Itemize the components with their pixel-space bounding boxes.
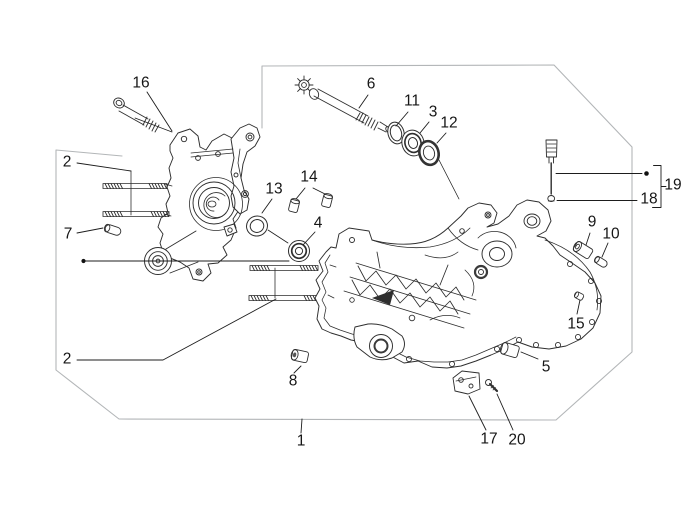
oil-seal-13	[246, 215, 268, 237]
part-label-5: 5	[541, 358, 551, 376]
part-label-2: 2	[62, 350, 72, 368]
part-label-4: 4	[313, 214, 323, 232]
part-label-12: 12	[440, 114, 458, 132]
part-label-18: 18	[640, 190, 658, 208]
part-label-7: 7	[63, 225, 73, 243]
part-label-10: 10	[602, 225, 620, 243]
part-label-15: 15	[567, 315, 585, 333]
crankcase-right-half	[314, 199, 603, 369]
retainer-plate-17	[452, 370, 481, 395]
part-label-6: 6	[366, 75, 376, 93]
stud-bolts-upper	[102, 170, 170, 217]
roller-bushing-5	[499, 342, 520, 358]
dowel-pin-7	[103, 223, 122, 236]
pin-10	[594, 255, 608, 268]
part-label-19: 19	[664, 176, 682, 194]
pump-shaft-6	[294, 75, 391, 133]
dowel-bushings-14	[288, 193, 334, 213]
part-label-13: 13	[265, 180, 283, 198]
part-label-8: 8	[288, 372, 298, 390]
part-label-14: 14	[300, 168, 318, 186]
ball-bearing-4	[288, 240, 310, 262]
diagram-border	[55, 64, 633, 421]
leader-lines	[76, 91, 667, 434]
shim-washer-11	[387, 121, 405, 145]
crankcase-left-half	[144, 123, 261, 282]
stud-bolts-lower	[248, 265, 323, 301]
plug-15	[573, 291, 585, 301]
screw-20	[485, 379, 499, 393]
hex-bolt-16	[113, 97, 160, 133]
oil-dipstick-18	[545, 139, 558, 202]
part-label-20: 20	[508, 431, 526, 449]
part-label-16: 16	[132, 74, 150, 92]
bushing-9	[572, 240, 594, 260]
part-label-11: 11	[403, 92, 421, 110]
part-label-17: 17	[480, 430, 498, 448]
part-label-1: 1	[296, 432, 306, 450]
part-label-3: 3	[428, 103, 438, 121]
bushing-8	[290, 348, 309, 364]
part-label-9: 9	[587, 213, 597, 231]
part-label-2: 2	[62, 153, 72, 171]
oil-seal-12	[418, 139, 440, 167]
